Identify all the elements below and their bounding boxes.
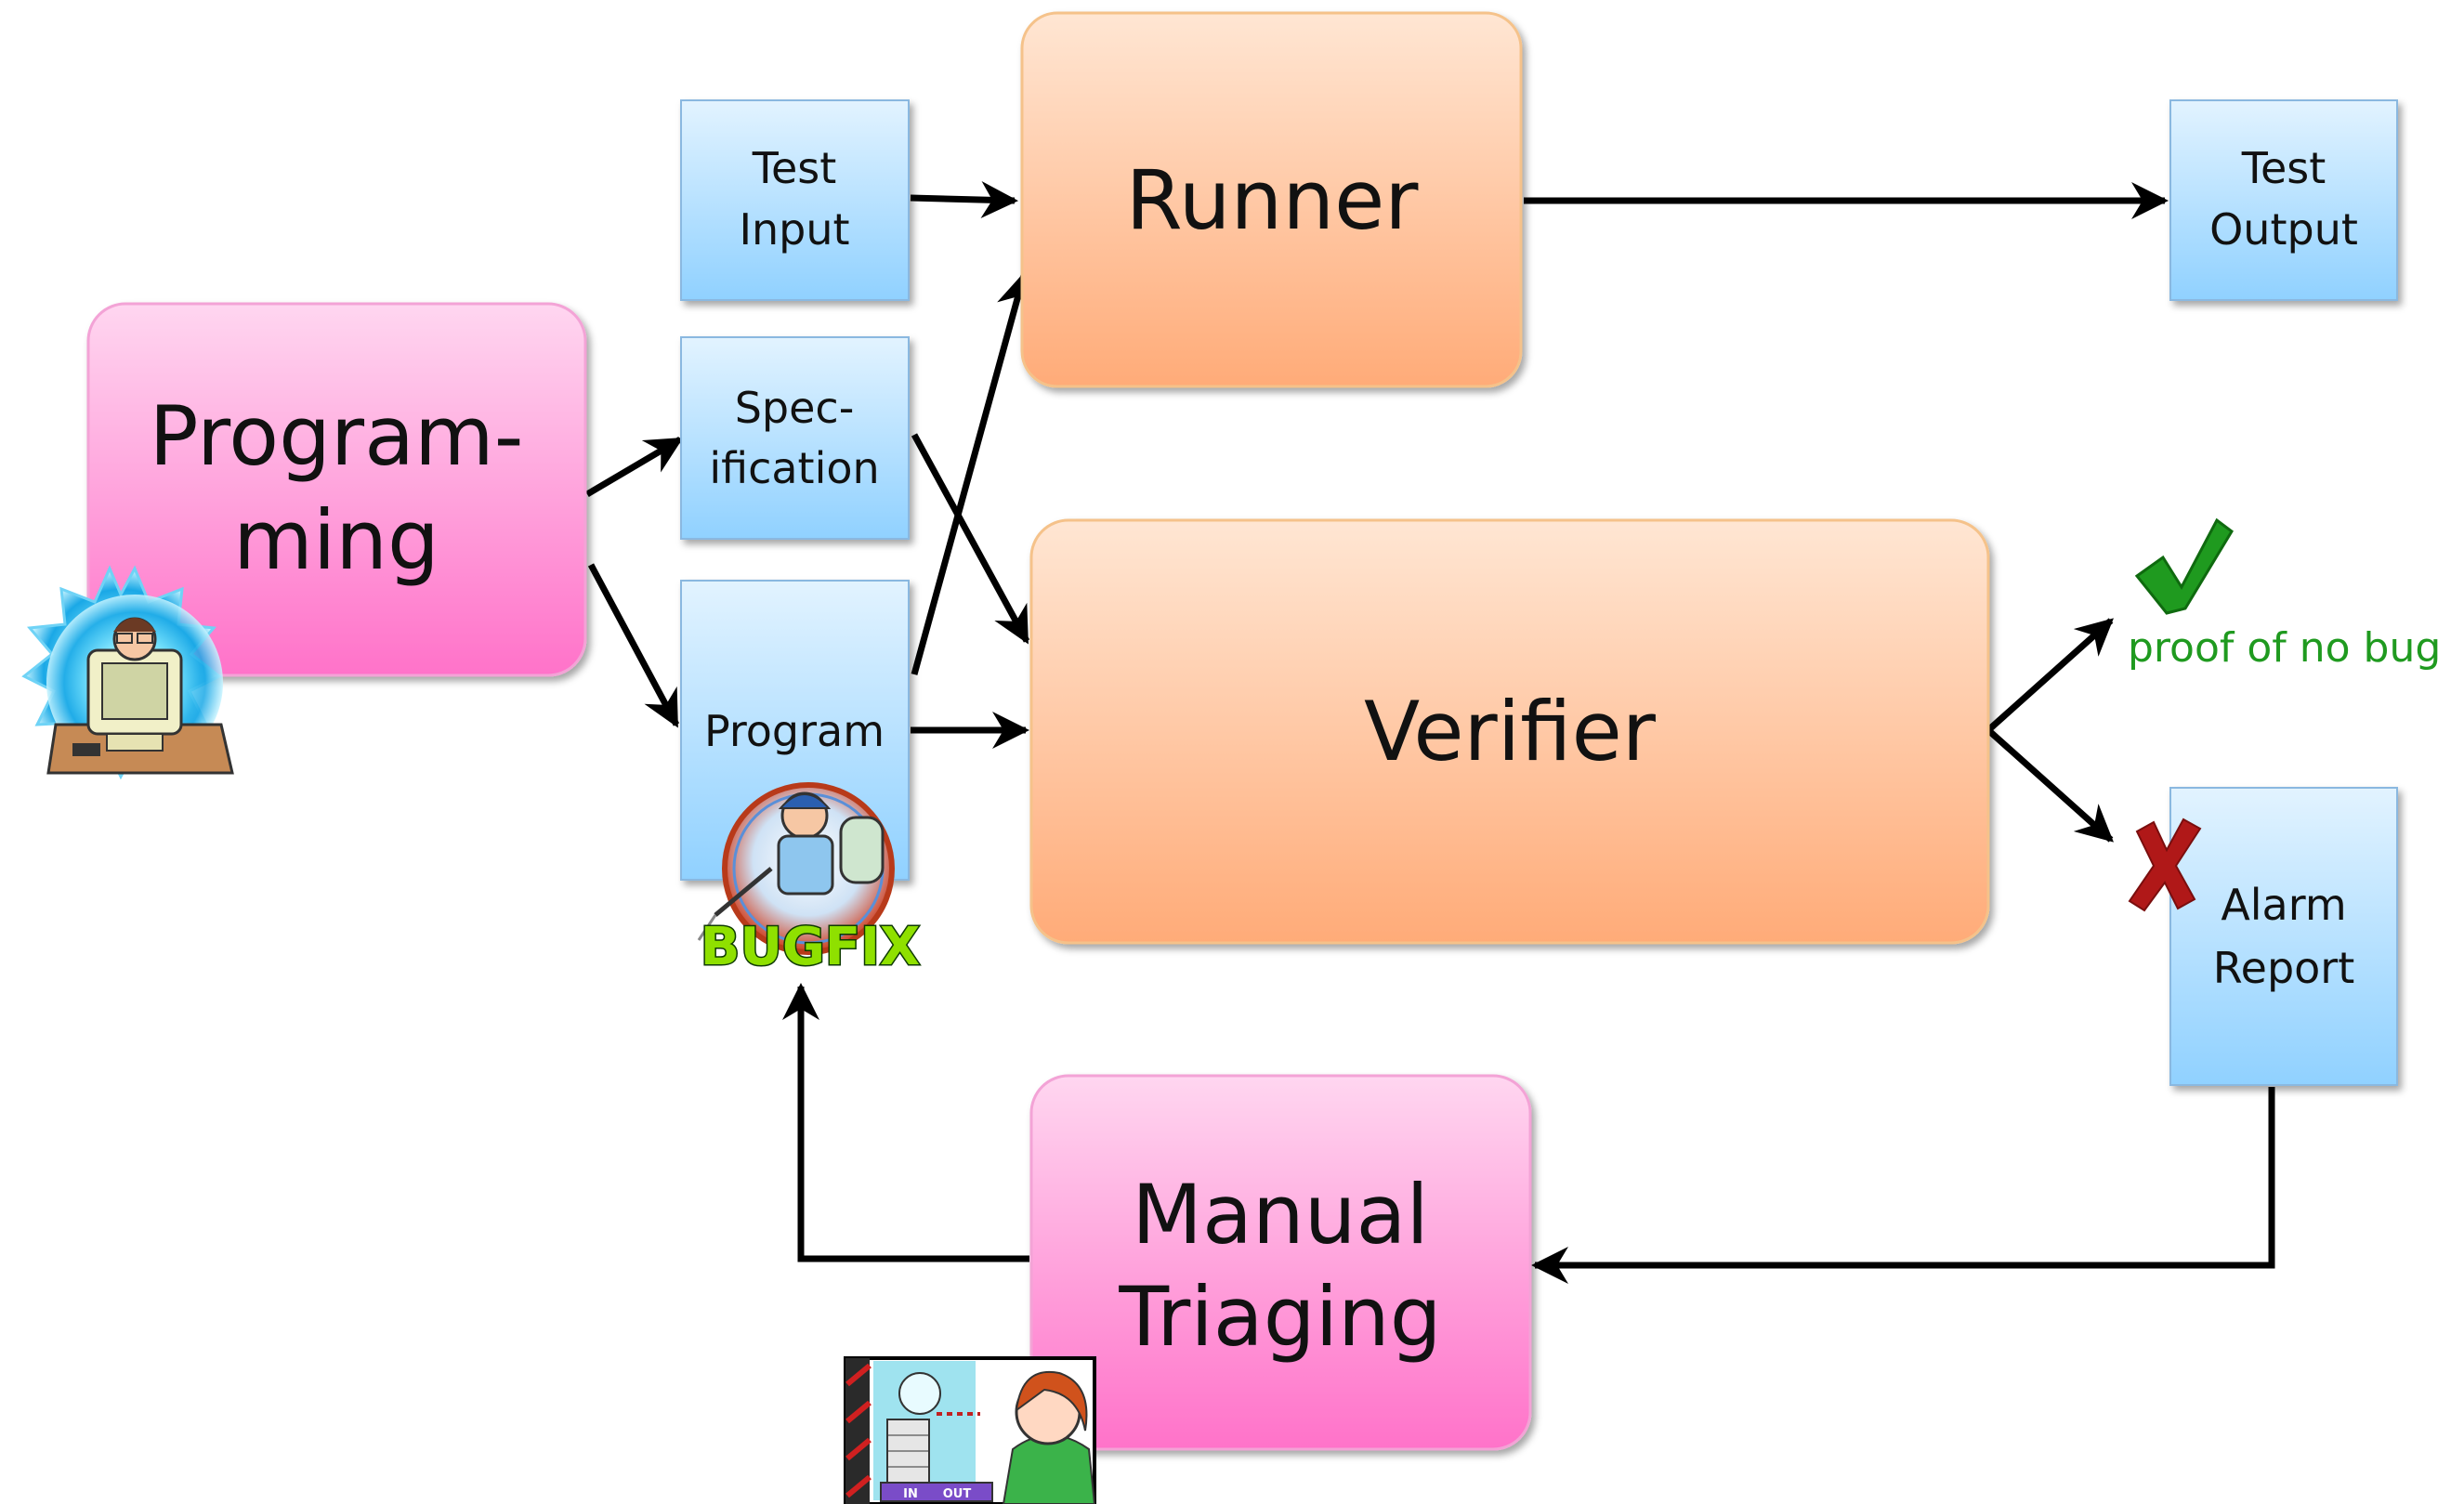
programming-node [86, 302, 587, 677]
arrow-testinput-to-runner [910, 181, 1018, 219]
specification-node [680, 336, 910, 540]
program-label: Program [704, 706, 885, 756]
test-input-node [680, 99, 910, 301]
arrow-triage-to-program [782, 983, 1029, 1262]
bugfix-badge-text: BUGFIX [701, 917, 920, 977]
arrow-programming-to-spec [585, 436, 684, 498]
verifier-label: Verifier [1364, 684, 1657, 779]
manual-triaging-label-1: Manual [1132, 1167, 1429, 1262]
runner-label: Runner [1126, 152, 1420, 248]
overwhelmed-inbox-worker-icon [844, 1356, 1096, 1504]
programming-label-1: Program- [149, 388, 523, 484]
test-output-node [2169, 99, 2398, 301]
programmer-at-computer-icon [21, 565, 234, 780]
arrow-spec-to-verifier [911, 433, 1030, 645]
arrow-program-to-runner [911, 271, 1033, 675]
test-output-label-2: Output [2209, 204, 2358, 255]
inbox-in-label: IN [903, 1487, 918, 1501]
arrow-programming-to-program [587, 563, 680, 728]
alarm-report-label-1: Alarm [2221, 880, 2346, 930]
arrow-alarm-to-triage [1531, 1087, 2275, 1284]
connectors [585, 181, 2275, 1284]
test-output-label-1: Test [2241, 143, 2326, 193]
test-input-label-1: Test [752, 143, 837, 193]
checkmark-icon [2134, 517, 2234, 615]
test-input-label-2: Input [739, 204, 849, 255]
specification-label-1: Spec- [735, 383, 855, 433]
arrow-verifier-to-proof [1986, 618, 2114, 733]
proof-of-no-bug-label: proof of no bug [2128, 624, 2441, 672]
arrow-verifier-to-alarm [1986, 727, 2114, 843]
runner-node [1020, 11, 1523, 388]
inbox-out-label: OUT [943, 1487, 972, 1501]
alarm-report-node [2169, 787, 2398, 1086]
manual-triaging-label-2: Triaging [1118, 1269, 1441, 1365]
manual-triaging-node [1029, 1074, 1532, 1451]
cross-mark-icon [2128, 817, 2202, 912]
programming-label-2: ming [233, 492, 439, 588]
bugfix-exterminator-icon [697, 782, 895, 955]
alarm-report-label-2: Report [2213, 943, 2355, 993]
specification-label-2: ification [709, 443, 879, 493]
verifier-node [1029, 518, 1990, 945]
